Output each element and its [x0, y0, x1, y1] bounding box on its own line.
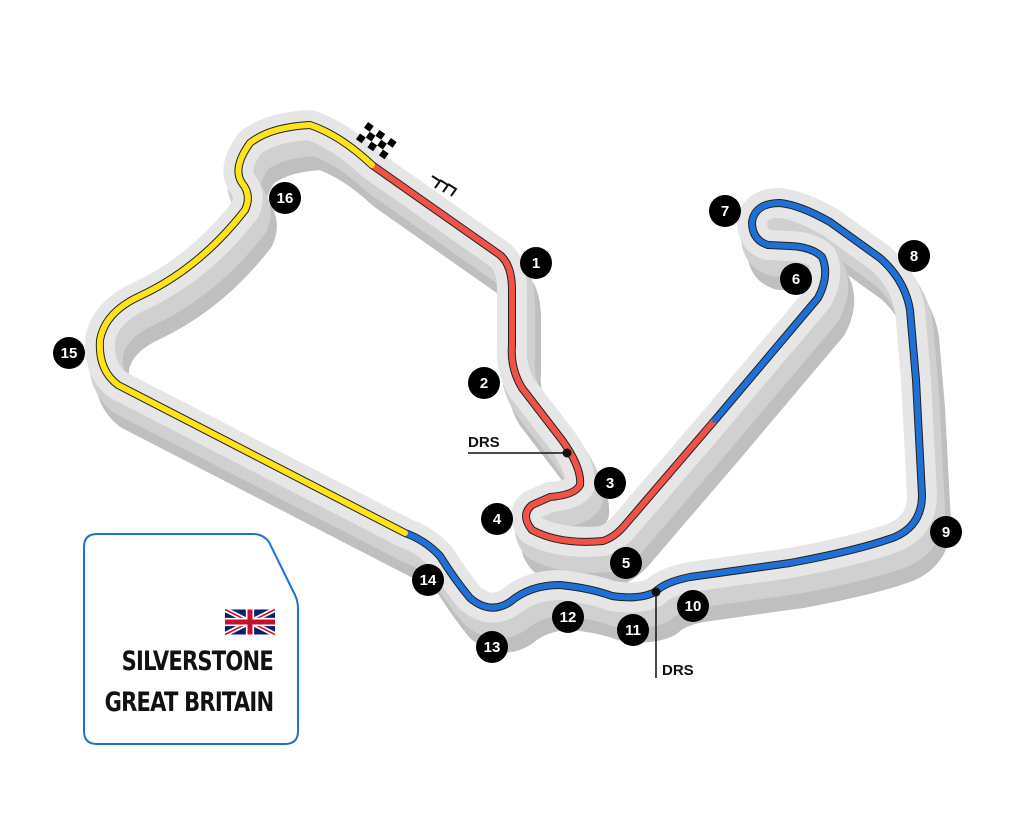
turn-marker-4: 4: [481, 503, 513, 535]
turn-number: 5: [622, 555, 630, 572]
sector-3-line: [96, 122, 408, 536]
turn-number: 4: [493, 511, 502, 528]
circuit-country: GREAT BRITAIN: [104, 687, 273, 718]
turn-marker-3: 3: [594, 467, 626, 499]
turn-number: 6: [792, 271, 800, 288]
turn-number: 2: [480, 375, 488, 392]
direction-arrows-icon: [431, 175, 458, 197]
sector-lines: [96, 122, 925, 611]
turn-marker-5: 5: [610, 547, 642, 579]
turn-number: 12: [560, 609, 577, 626]
turn-marker-8: 8: [898, 240, 930, 272]
turn-number: 3: [606, 475, 614, 492]
turn-marker-7: 7: [709, 195, 741, 227]
turn-marker-6: 6: [780, 263, 812, 295]
turn-number: 7: [721, 203, 729, 220]
drs-zone-1: DRS: [468, 434, 572, 458]
turn-number: 13: [484, 639, 501, 656]
circuit-name: SILVERSTONE: [121, 646, 274, 677]
turn-number: 1: [532, 255, 540, 272]
turn-number: 8: [910, 248, 918, 265]
turn-marker-9: 9: [930, 516, 962, 548]
turn-marker-1: 1: [520, 247, 552, 279]
turn-number: 10: [685, 598, 702, 615]
turn-number: 11: [625, 622, 641, 639]
drs-label: DRS: [662, 662, 694, 679]
checkered-flag-icon: [355, 122, 397, 160]
sector-1-line: [369, 162, 718, 545]
turn-number: 15: [61, 345, 78, 362]
turn-marker-10: 10: [677, 590, 709, 622]
union-jack-flag-icon: [225, 607, 275, 637]
turn-marker-16: 16: [269, 182, 301, 214]
turn-marker-15: 15: [53, 337, 85, 369]
card-border: [83, 533, 299, 745]
turn-marker-2: 2: [468, 367, 500, 399]
turn-marker-12: 12: [552, 601, 584, 633]
turn-marker-13: 13: [476, 631, 508, 663]
drs-label: DRS: [468, 434, 500, 451]
turn-number: 9: [942, 524, 950, 541]
turn-number: 16: [277, 190, 294, 207]
turn-marker-14: 14: [412, 564, 444, 596]
turn-number: 14: [420, 572, 437, 589]
drs-zone-2: DRS: [651, 587, 694, 679]
circuit-info-card: SILVERSTONE GREAT BRITAIN: [83, 533, 299, 745]
sector-2-line: [402, 200, 925, 611]
turn-marker-11: 11: [617, 614, 649, 646]
